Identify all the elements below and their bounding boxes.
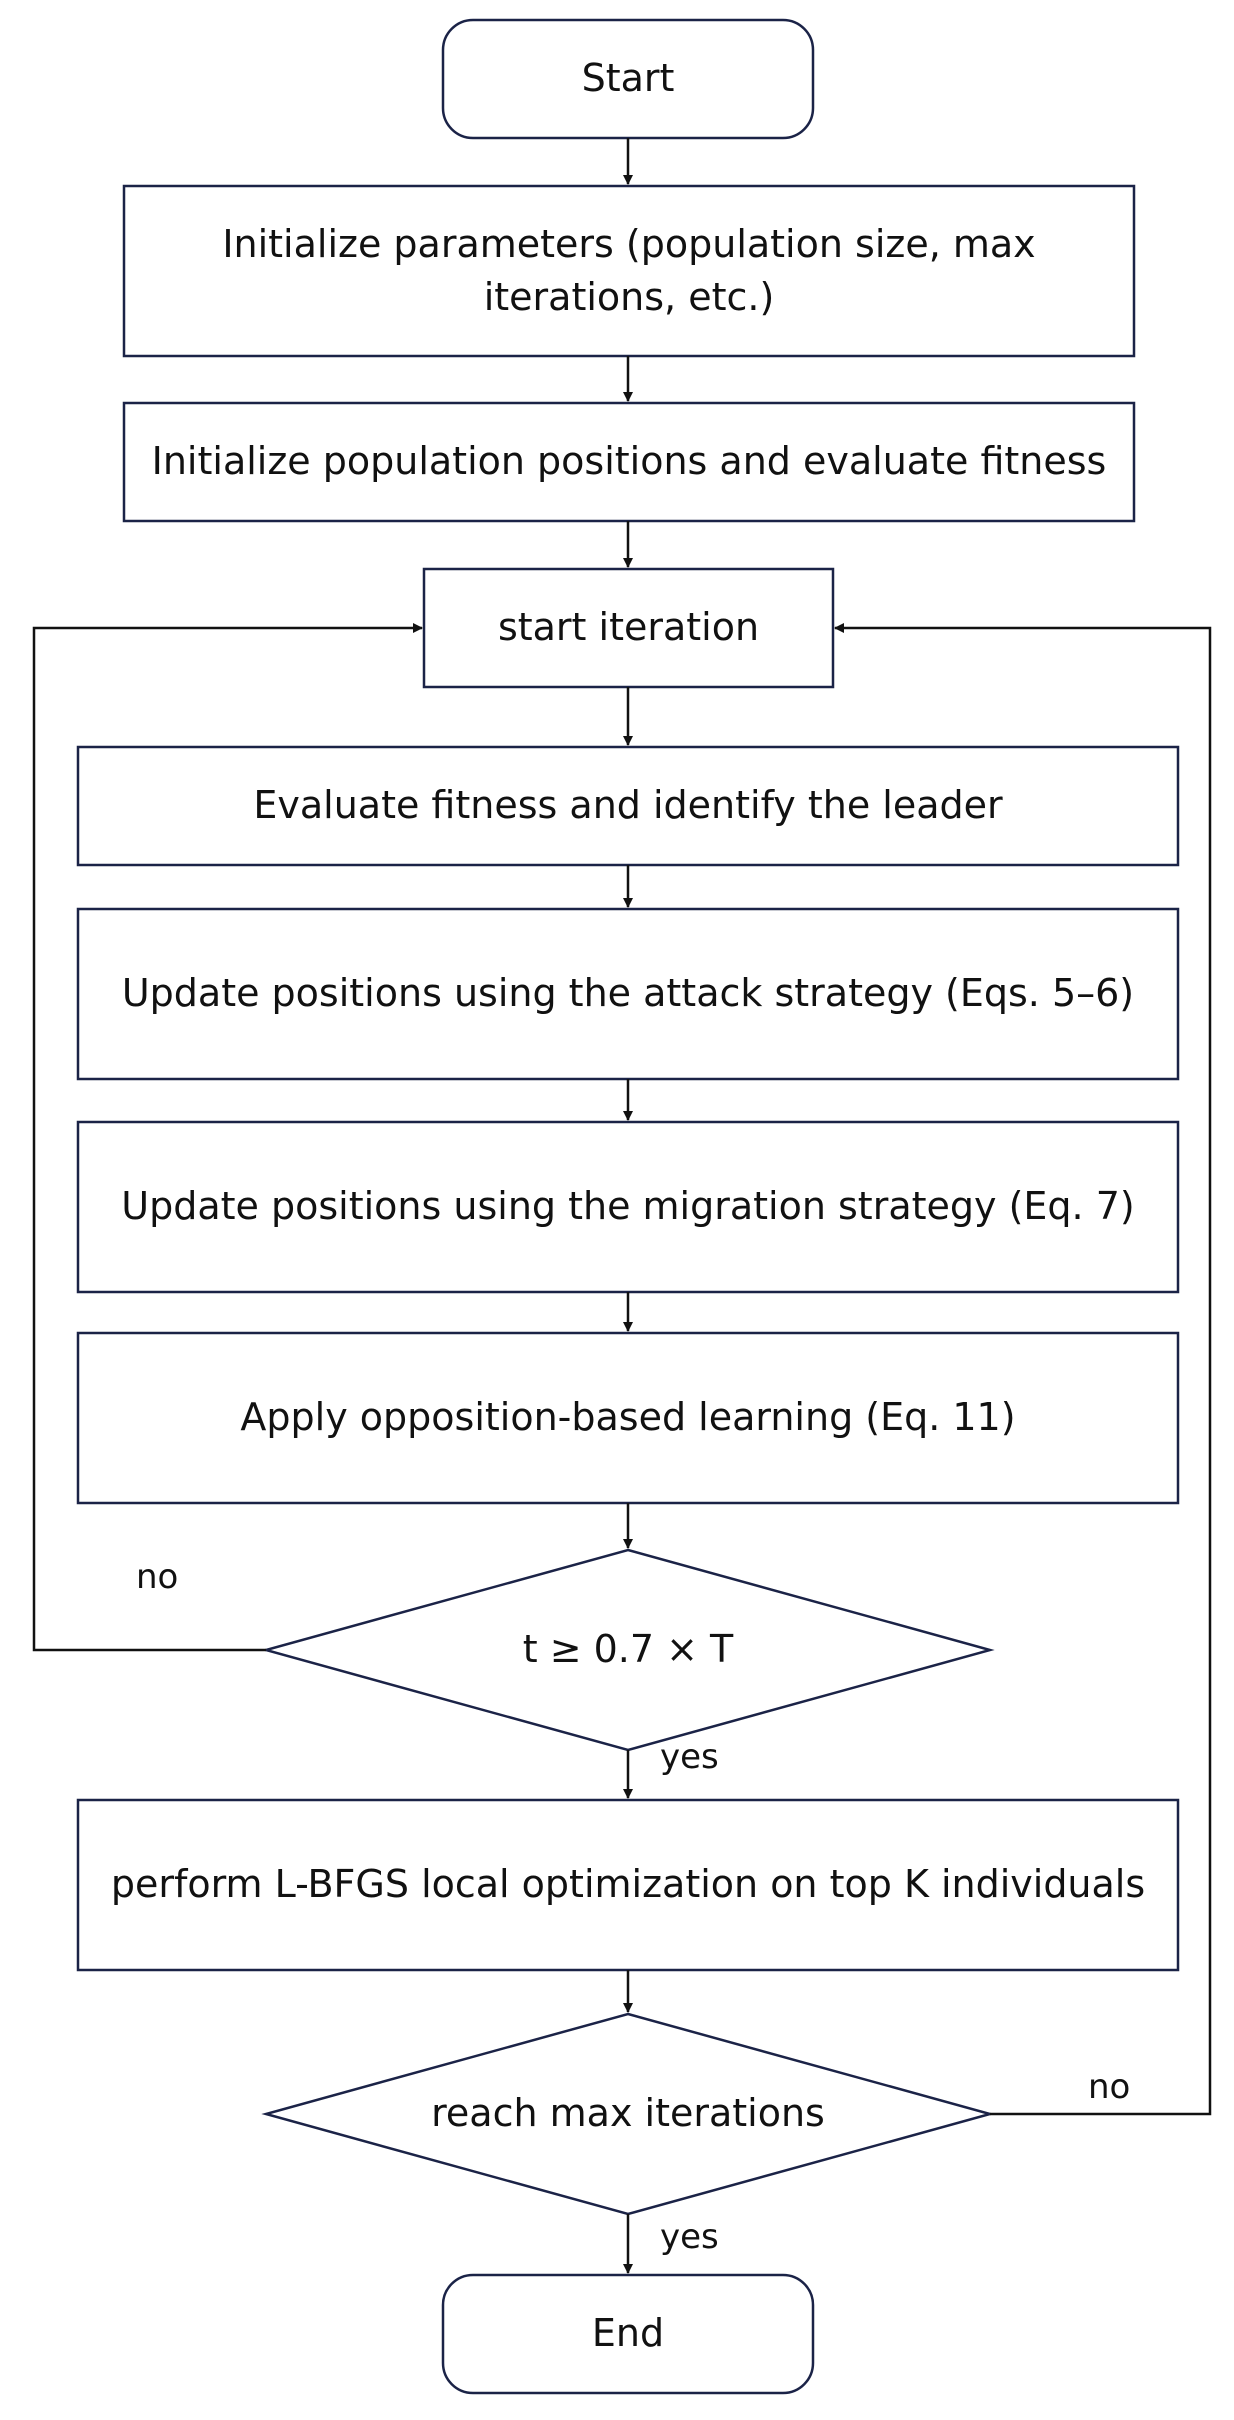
max-iterations-decision-label: reach max iterations bbox=[431, 2091, 825, 2136]
opposition-learning-box bbox=[76, 1331, 1180, 1505]
lbfgs-label: perform L-BFGS local optimization on top… bbox=[110, 1862, 1146, 1907]
lbfgs-box bbox=[76, 1798, 1180, 1972]
start-iteration-box bbox=[422, 567, 835, 689]
attack-strategy-label: Update positions using the attack strate… bbox=[121, 971, 1135, 1016]
opposition-learning-label: Apply opposition-based learning (Eq. 11) bbox=[240, 1395, 1016, 1440]
connector-max-iterations-no-loop bbox=[834, 623, 1212, 2116]
max-iterations-no-label: no bbox=[1088, 2067, 1131, 2107]
max-iterations-yes-label: yes bbox=[660, 2217, 719, 2257]
start-terminal-label: Start bbox=[581, 56, 675, 101]
end-terminal-label: End bbox=[591, 2311, 665, 2356]
init-params-box bbox=[122, 184, 1136, 358]
init-population-label: Initialize population positions and eval… bbox=[151, 439, 1107, 484]
evaluate-fitness-box bbox=[76, 745, 1180, 867]
connector-threshold-no-loop bbox=[32, 623, 423, 1652]
threshold-decision-label: t ≥ 0.7 × T bbox=[522, 1627, 734, 1672]
init-population-box bbox=[122, 401, 1136, 523]
init-params-label: Initialize parameters (population size, … bbox=[222, 221, 1036, 319]
threshold-no-label: no bbox=[136, 1557, 179, 1597]
migration-strategy-label: Update positions using the migration str… bbox=[121, 1184, 1135, 1229]
start-iteration-label: start iteration bbox=[497, 605, 760, 650]
evaluate-fitness-label: Evaluate fitness and identify the leader bbox=[253, 783, 1003, 828]
end-terminal-shape bbox=[441, 2273, 815, 2395]
threshold-yes-label: yes bbox=[660, 1737, 719, 1777]
